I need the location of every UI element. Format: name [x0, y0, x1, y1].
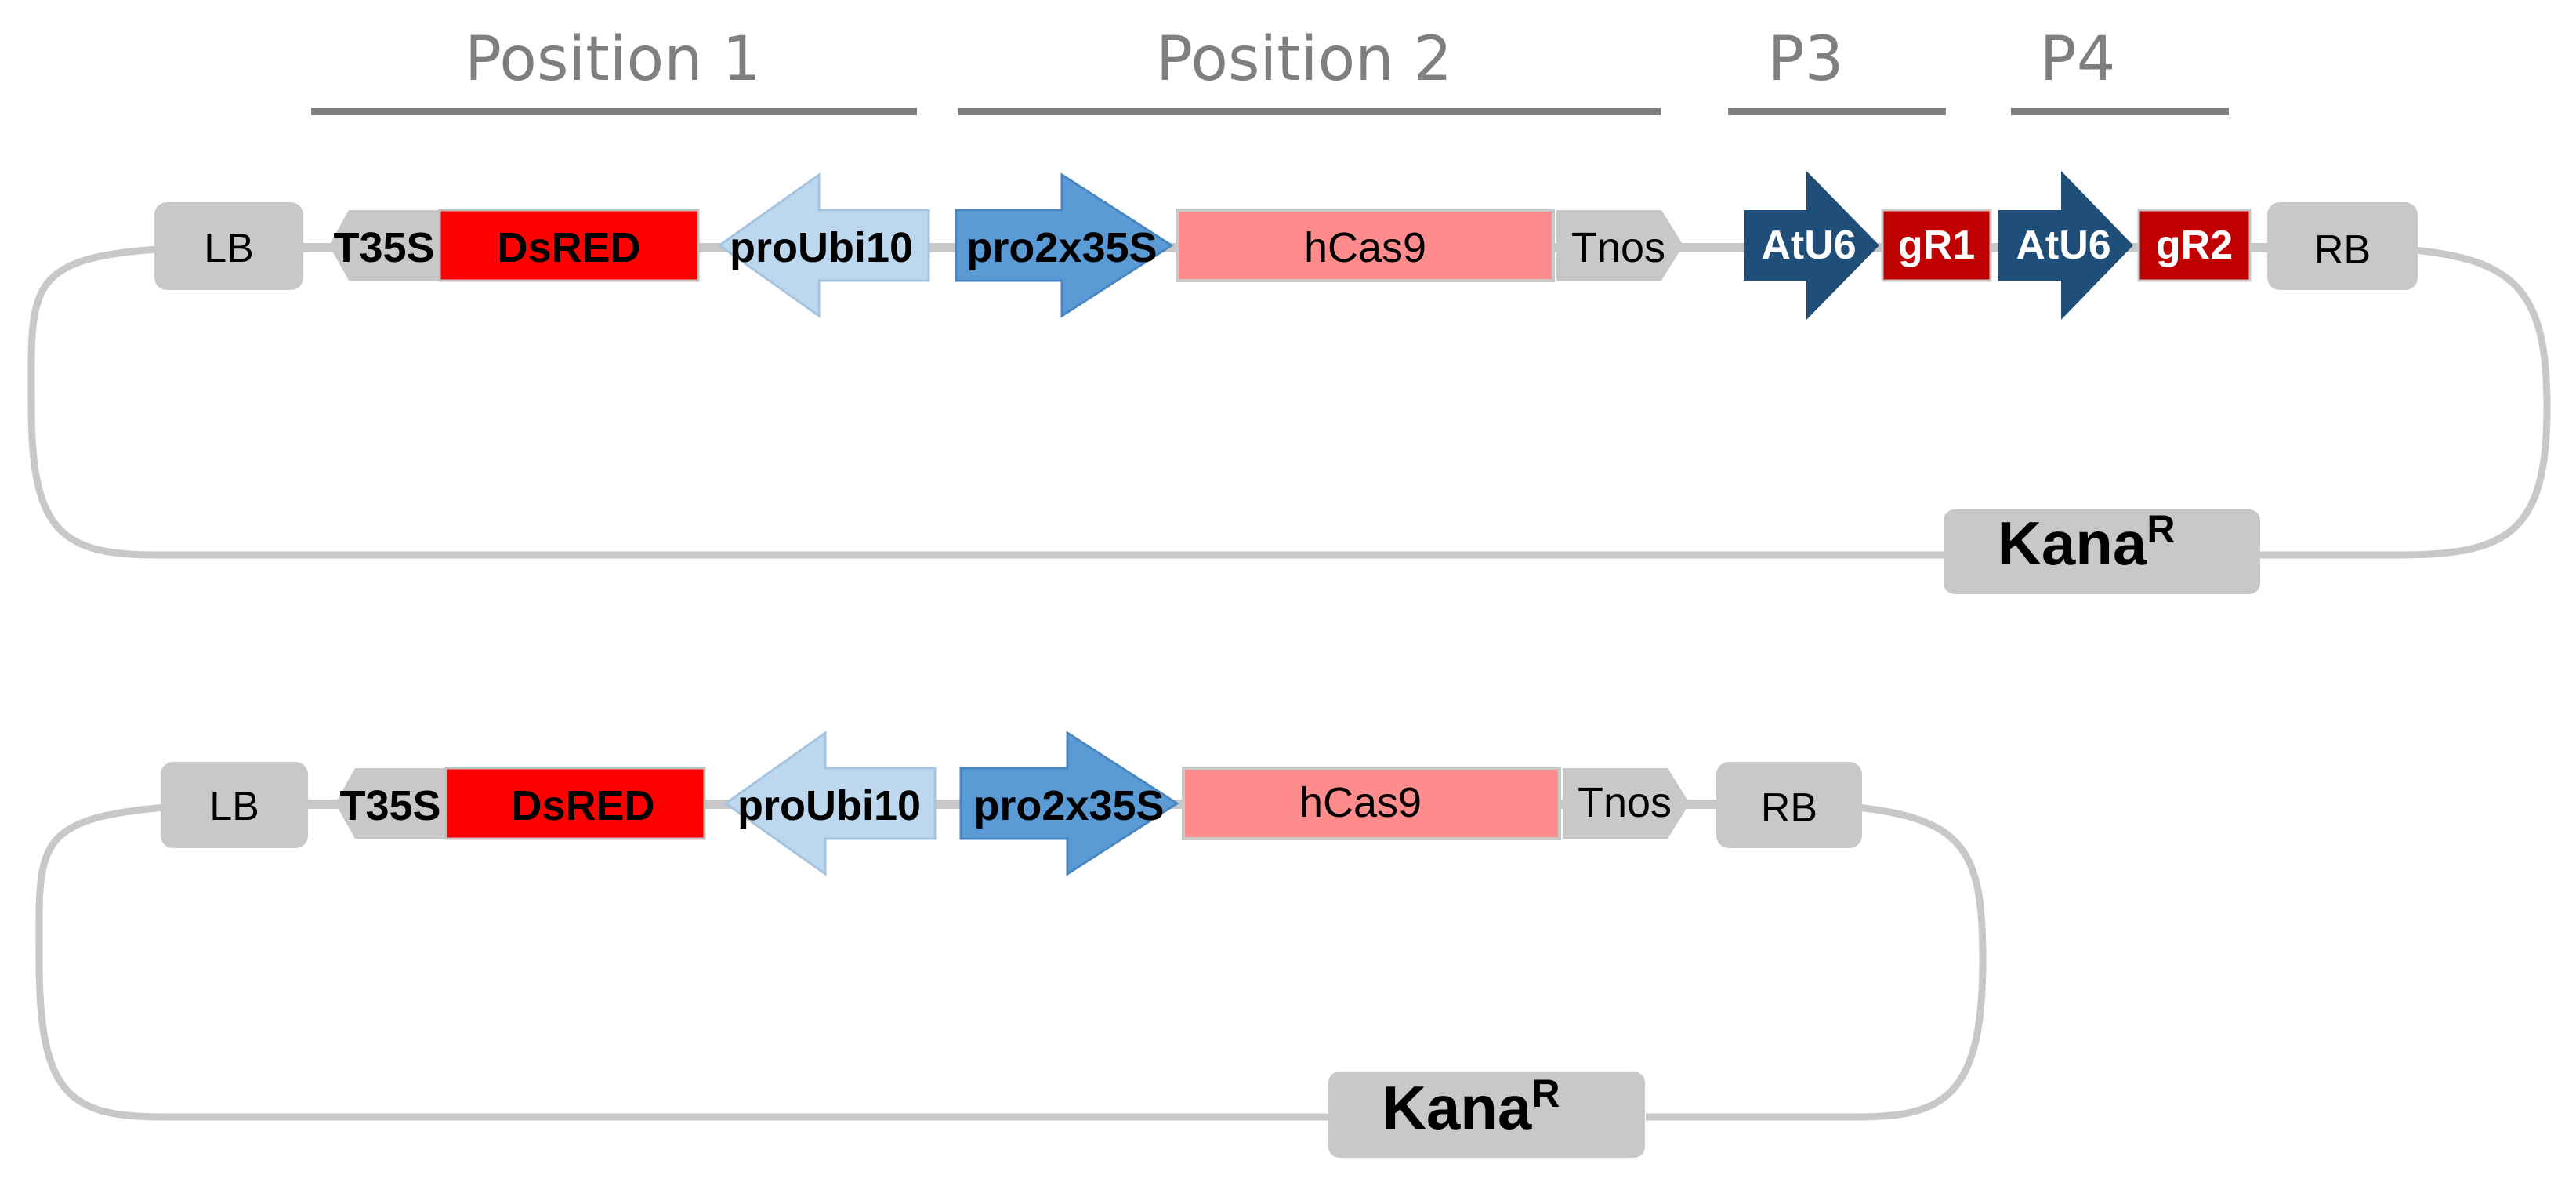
t35s-element — [329, 210, 440, 281]
bottom-construct: LB T35S DsRED proUbi10 pro2x35S hCas9 Tn… — [35, 731, 1987, 1158]
pro2x35s-label: pro2x35S — [966, 224, 1157, 271]
position-labels: Position 1 Position 2 P3 P4 — [311, 24, 2229, 115]
dsred-element — [444, 767, 706, 840]
position-4-bar — [2011, 108, 2229, 115]
atu6-label-1: AtU6 — [1761, 223, 1856, 268]
dsred-element — [438, 209, 700, 282]
proubi10-arrow — [723, 731, 937, 876]
lb-box — [154, 202, 303, 290]
atu6-label-2: AtU6 — [2016, 223, 2110, 268]
kana-resistance-label: KanaR — [1382, 1072, 1560, 1142]
hcas9-label: hCas9 — [1304, 224, 1426, 271]
proubi10-label: proUbi10 — [737, 782, 921, 829]
tnos-label: Tnos — [1578, 779, 1672, 826]
backbone-loop-right — [2255, 245, 2551, 559]
backbone-loop-right — [1646, 803, 1987, 1121]
kana-resistance-label: KanaR — [1998, 507, 2176, 578]
gr2-label: gR2 — [2156, 223, 2233, 268]
t35s-label: T35S — [333, 224, 434, 271]
gr1-element — [1881, 209, 1992, 282]
gr1-label: gR1 — [1898, 223, 1975, 268]
kana-resistance-box — [1944, 509, 2260, 594]
position-3-label: P3 — [1768, 24, 1844, 95]
gr2-element — [2137, 209, 2252, 282]
position-2-bar — [958, 108, 1661, 115]
position-1-bar — [311, 108, 917, 115]
hcas9-element — [1176, 209, 1555, 282]
position-2-label: Position 2 — [1156, 24, 1452, 95]
proubi10-arrow — [717, 172, 930, 318]
atu6-arrow-1 — [1744, 171, 1879, 320]
lb-label: LB — [204, 226, 254, 271]
t35s-element — [335, 768, 446, 839]
tnos-element — [1556, 210, 1683, 281]
top-construct: LB T35S DsRED proUbi10 pro2x35S hCas9 Tn… — [27, 171, 2551, 594]
tnos-element — [1563, 768, 1690, 839]
lb-box — [161, 762, 308, 848]
hcas9-element — [1182, 767, 1561, 840]
hcas9-label: hCas9 — [1299, 779, 1422, 826]
pro2x35s-label: pro2x35S — [973, 782, 1164, 829]
dsred-label: DsRED — [511, 782, 654, 829]
dsred-label: DsRED — [497, 224, 640, 271]
tnos-label: Tnos — [1571, 224, 1665, 271]
rb-box — [2267, 202, 2418, 290]
t35s-label: T35S — [339, 782, 440, 829]
position-3-bar — [1728, 108, 1946, 115]
position-4-label: P4 — [2040, 24, 2116, 95]
atu6-arrow-2 — [1998, 171, 2133, 320]
pro2x35s-arrow — [955, 172, 1174, 318]
proubi10-label: proUbi10 — [730, 224, 913, 271]
pro2x35s-arrow — [959, 731, 1179, 876]
rb-label: RB — [2314, 227, 2371, 273]
lb-label: LB — [209, 784, 259, 829]
position-1-label: Position 1 — [465, 24, 761, 95]
backbone-loop — [27, 245, 1951, 559]
backbone-loop — [35, 803, 1332, 1121]
rb-box — [1716, 762, 1862, 848]
kana-resistance-box — [1328, 1072, 1645, 1158]
rb-label: RB — [1761, 785, 1817, 831]
